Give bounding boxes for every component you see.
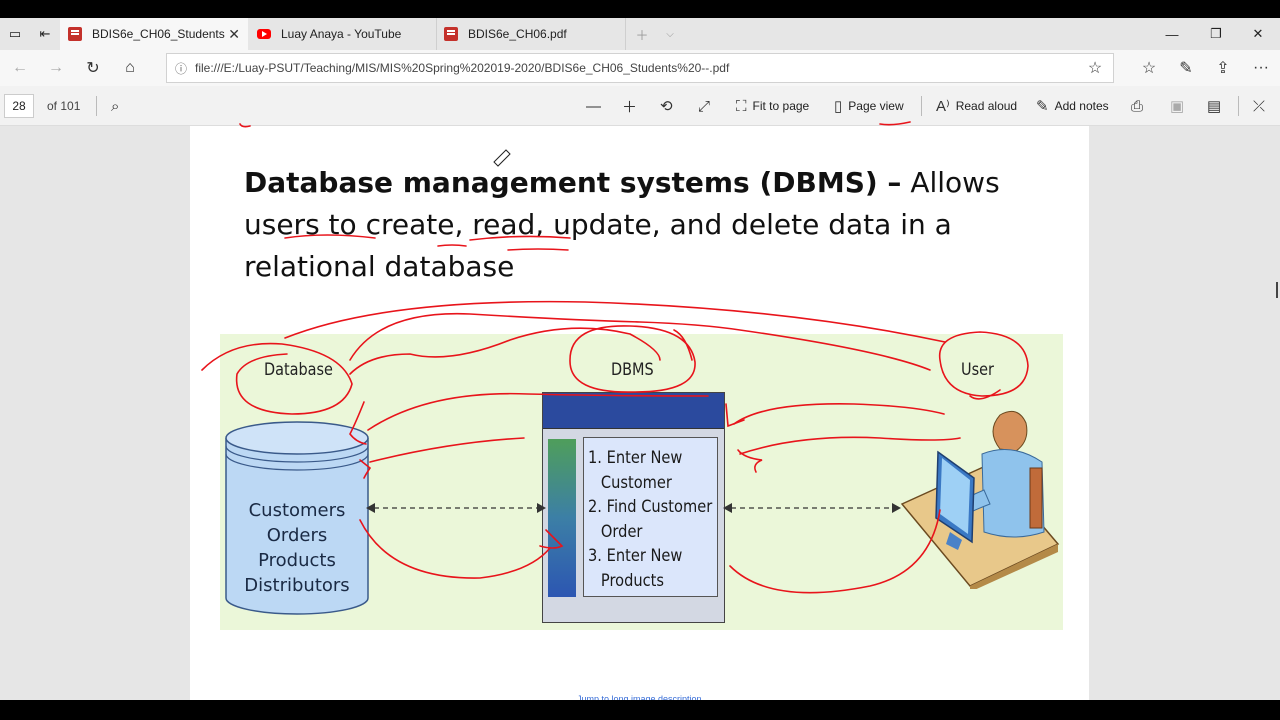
- slide-heading: Database management systems (DBMS) – All…: [244, 162, 1064, 288]
- new-tab-plus-icon[interactable]: ＋: [635, 27, 649, 43]
- save-icon[interactable]: ▣: [1170, 98, 1185, 115]
- cylinder-contents: Customers Orders Products Distributors: [224, 498, 370, 598]
- favorites-list-icon[interactable]: ☆: [1141, 60, 1157, 77]
- label-dbms: DBMS: [611, 360, 654, 380]
- unpin-toolbar-icon[interactable]: ⤫: [1253, 97, 1266, 115]
- cylinder-line: Distributors: [244, 575, 350, 596]
- zoom-out-icon[interactable]: —: [586, 97, 601, 115]
- dbms-menu-list: 1. Enter New Customer 2. Find Customer O…: [583, 437, 718, 597]
- cylinder-line: Customers: [248, 500, 346, 521]
- divider: [1238, 96, 1239, 116]
- user-at-computer-icon: [900, 410, 1060, 589]
- pdf-toolbar: 28 of 101 ⌕ — ＋ ⟲ ⤢ ⛶ Fit to page ▯ Page…: [0, 86, 1280, 126]
- red-ink-strokes: [201, 121, 1029, 594]
- pen-icon[interactable]: ✎: [1179, 60, 1193, 77]
- url-field[interactable]: ⓘ file:///E:/Luay-PSUT/Teaching/MIS/MIS%…: [166, 53, 1114, 83]
- add-notes-button[interactable]: ✎ Add notes: [1036, 86, 1109, 126]
- dbms-titlebar: [543, 393, 724, 429]
- dbms-menu-item: 2. Find Customer: [588, 497, 713, 517]
- page-number-input[interactable]: 28: [4, 94, 34, 118]
- heading-bold: Database management systems (DBMS) –: [244, 166, 902, 199]
- search-icon[interactable]: ⌕: [111, 97, 120, 115]
- refresh-icon[interactable]: ↻: [86, 60, 100, 77]
- dbms-menu-item: 3. Enter New: [588, 546, 683, 566]
- vertical-scrollbar[interactable]: [1276, 282, 1278, 298]
- tab-label: BDIS6e_CH06.pdf: [468, 27, 567, 41]
- save-as-icon[interactable]: ▤: [1207, 98, 1222, 115]
- print-icon[interactable]: ⎙: [1131, 97, 1144, 115]
- cursor-pen-icon: [493, 149, 511, 167]
- back-arrow-icon[interactable]: ←: [12, 59, 28, 76]
- screen-top-border: [0, 0, 1280, 18]
- page-view-icon: ▯: [834, 98, 843, 115]
- page-view-label: Page view: [848, 99, 904, 113]
- share-icon[interactable]: ⇪: [1216, 60, 1230, 77]
- dashed-arrow-dbms-user: [723, 503, 901, 513]
- database-cylinder-icon: [225, 421, 369, 615]
- window-close-icon[interactable]: ✕: [1252, 26, 1264, 41]
- fit-to-page-button[interactable]: ⛶ Fit to page: [736, 86, 809, 126]
- cylinder-line: Products: [258, 550, 336, 571]
- heading-rest: Allows users to create, read, update, an…: [244, 166, 1000, 283]
- read-aloud-button[interactable]: A⁾ Read aloud: [936, 86, 1017, 126]
- more-icon[interactable]: ···: [1253, 59, 1269, 76]
- screen-bottom-border: [0, 700, 1280, 720]
- page-total: of 101: [47, 99, 81, 113]
- dbms-menu-item: 1. Enter New: [588, 448, 683, 468]
- youtube-icon: [257, 29, 271, 39]
- tab-youtube[interactable]: Luay Anaya - YouTube: [249, 18, 437, 50]
- fit-to-page-label: Fit to page: [752, 99, 810, 113]
- tab-label: Luay Anaya - YouTube: [281, 27, 402, 41]
- close-icon[interactable]: ✕: [228, 25, 240, 42]
- dbms-window: 1. Enter New Customer 2. Find Customer O…: [542, 392, 725, 623]
- page-view-button[interactable]: ▯ Page view: [834, 86, 904, 126]
- zoom-in-icon[interactable]: ＋: [622, 98, 638, 116]
- dashed-arrow-db-dbms: [366, 503, 546, 513]
- address-toolbar: ← → ↻ ⌂ ⓘ file:///E:/Luay-PSUT/Teaching/…: [0, 50, 1280, 86]
- read-aloud-icon: A⁾: [936, 98, 950, 115]
- divider: [921, 96, 922, 116]
- dbms-diagram: Database DBMS User Customers Orders Prod…: [220, 334, 1063, 630]
- forward-arrow-icon[interactable]: →: [48, 59, 64, 76]
- tab-actions-icon[interactable]: ▭: [8, 26, 22, 41]
- dbms-menu-item: Products: [600, 570, 665, 591]
- tab-bdis6e-students[interactable]: BDIS6e_CH06_Students ✕: [60, 18, 248, 50]
- restore-icon[interactable]: ❐: [1210, 26, 1222, 41]
- url-text: file:///E:/Luay-PSUT/Teaching/MIS/MIS%20…: [195, 61, 730, 75]
- jump-to-description-link[interactable]: Jump to long image description: [577, 694, 702, 704]
- tab-label: BDIS6e_CH06_Students: [92, 27, 225, 41]
- dbms-menu-item: Order: [600, 521, 643, 542]
- dbms-menu-item: Customer: [600, 472, 672, 493]
- browser-tab-strip: ▭ ⇤ BDIS6e_CH06_Students ✕ Luay Anaya - …: [0, 18, 1280, 50]
- rotate-icon[interactable]: ⟲: [660, 98, 673, 115]
- favorite-star-icon[interactable]: ☆: [1087, 60, 1103, 77]
- pen-icon: ✎: [1036, 98, 1049, 115]
- tab-preview-chevron-icon[interactable]: ⌵: [666, 28, 674, 40]
- pdf-icon: [444, 27, 458, 41]
- divider: [96, 96, 97, 116]
- label-database: Database: [264, 360, 333, 380]
- pdf-icon: [68, 27, 82, 41]
- fit-to-page-icon: ⛶: [736, 97, 747, 115]
- info-icon: ⓘ: [174, 61, 187, 76]
- label-user: User: [961, 360, 994, 380]
- read-aloud-label: Read aloud: [955, 99, 1018, 113]
- minimize-icon[interactable]: —: [1165, 26, 1179, 42]
- set-aside-tabs-icon[interactable]: ⇤: [39, 26, 51, 41]
- tab-bdis6e-pdf[interactable]: BDIS6e_CH06.pdf: [438, 18, 626, 50]
- home-icon[interactable]: ⌂: [125, 59, 135, 76]
- fullscreen-icon[interactable]: ⤢: [698, 97, 711, 115]
- add-notes-label: Add notes: [1054, 99, 1109, 113]
- cylinder-line: Orders: [266, 525, 328, 546]
- dbms-sidebar-strip: [548, 439, 576, 597]
